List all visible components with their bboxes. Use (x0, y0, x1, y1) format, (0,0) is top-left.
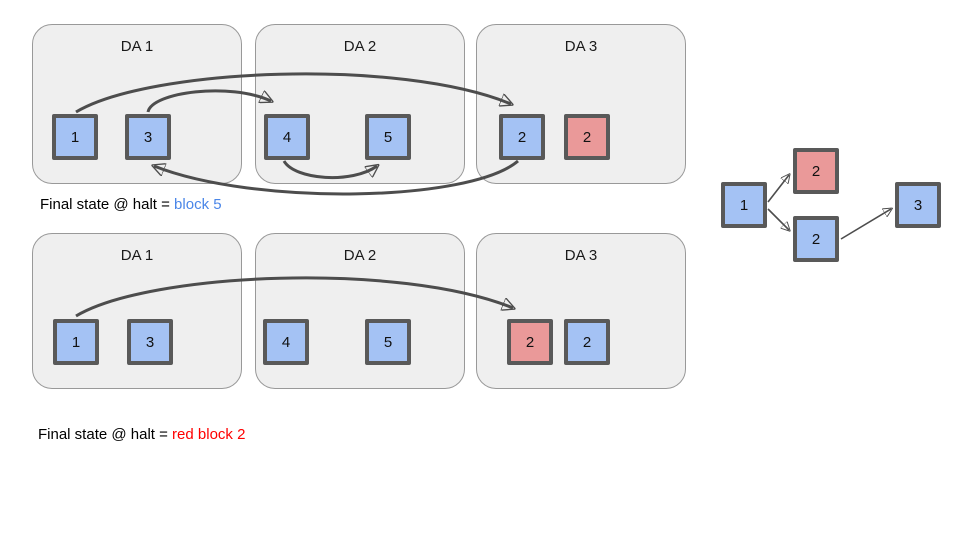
s1-da2-container: DA 2 4 5 (255, 24, 465, 184)
arrow-graph-1-to-red2 (767, 175, 789, 203)
s2-block-2-blue-value: 2 (582, 333, 592, 351)
arrow-graph-1-to-blue2 (767, 208, 789, 230)
graph-node-2-blue-value: 2 (811, 230, 821, 248)
s2-block-4-value: 4 (281, 333, 291, 351)
s1-block-5-value: 5 (383, 128, 393, 146)
s2-da3-container: DA 3 2 2 (476, 233, 686, 389)
s2-caption: Final state @ halt = red block 2 (38, 426, 245, 443)
s1-da3-container: DA 3 2 2 (476, 24, 686, 184)
s2-block-5: 5 (365, 319, 411, 365)
s2-da3-label: DA 3 (564, 247, 598, 264)
s1-da3-label: DA 3 (564, 38, 598, 55)
s2-caption-highlight: red block 2 (172, 426, 246, 443)
s1-block-2-red: 2 (564, 114, 610, 160)
s2-da2-container: DA 2 4 5 (255, 233, 465, 389)
s2-block-2-red: 2 (507, 319, 553, 365)
s1-block-2-red-value: 2 (582, 128, 592, 146)
graph-node-2-red-value: 2 (811, 162, 821, 180)
graph-node-1-value: 1 (739, 196, 749, 214)
s2-da2-label: DA 2 (343, 247, 377, 264)
arrow-graph-blue2-to-3 (840, 209, 891, 240)
s1-block-1: 1 (52, 114, 98, 160)
graph-node-3-value: 3 (913, 196, 923, 214)
s1-caption-prefix: Final state @ halt = (40, 196, 175, 213)
graph-node-2-blue: 2 (793, 216, 839, 262)
s2-block-3-value: 3 (145, 333, 155, 351)
s2-block-2-blue: 2 (564, 319, 610, 365)
s2-block-1-value: 1 (71, 333, 81, 351)
s1-block-3: 3 (125, 114, 171, 160)
s1-da1-label: DA 1 (120, 38, 154, 55)
s1-da2-label: DA 2 (343, 38, 377, 55)
s1-block-2-blue: 2 (499, 114, 545, 160)
s2-block-5-value: 5 (383, 333, 393, 351)
s1-da1-container: DA 1 1 3 (32, 24, 242, 184)
s2-da1-container: DA 1 1 3 (32, 233, 242, 389)
s1-block-3-value: 3 (143, 128, 153, 146)
graph-node-1: 1 (721, 182, 767, 228)
s1-caption: Final state @ halt = block 5 (40, 196, 222, 213)
s2-block-1: 1 (53, 319, 99, 365)
graph-node-3: 3 (895, 182, 941, 228)
s1-block-1-value: 1 (70, 128, 80, 146)
s1-caption-highlight: block 5 (174, 196, 222, 213)
s1-block-5: 5 (365, 114, 411, 160)
s2-da1-label: DA 1 (120, 247, 154, 264)
s1-block-4-value: 4 (282, 128, 292, 146)
s1-block-2-blue-value: 2 (517, 128, 527, 146)
s2-caption-prefix: Final state @ halt = (38, 426, 173, 443)
graph-node-2-red: 2 (793, 148, 839, 194)
s2-block-4: 4 (263, 319, 309, 365)
s2-block-2-red-value: 2 (525, 333, 535, 351)
s1-block-4: 4 (264, 114, 310, 160)
s2-block-3: 3 (127, 319, 173, 365)
